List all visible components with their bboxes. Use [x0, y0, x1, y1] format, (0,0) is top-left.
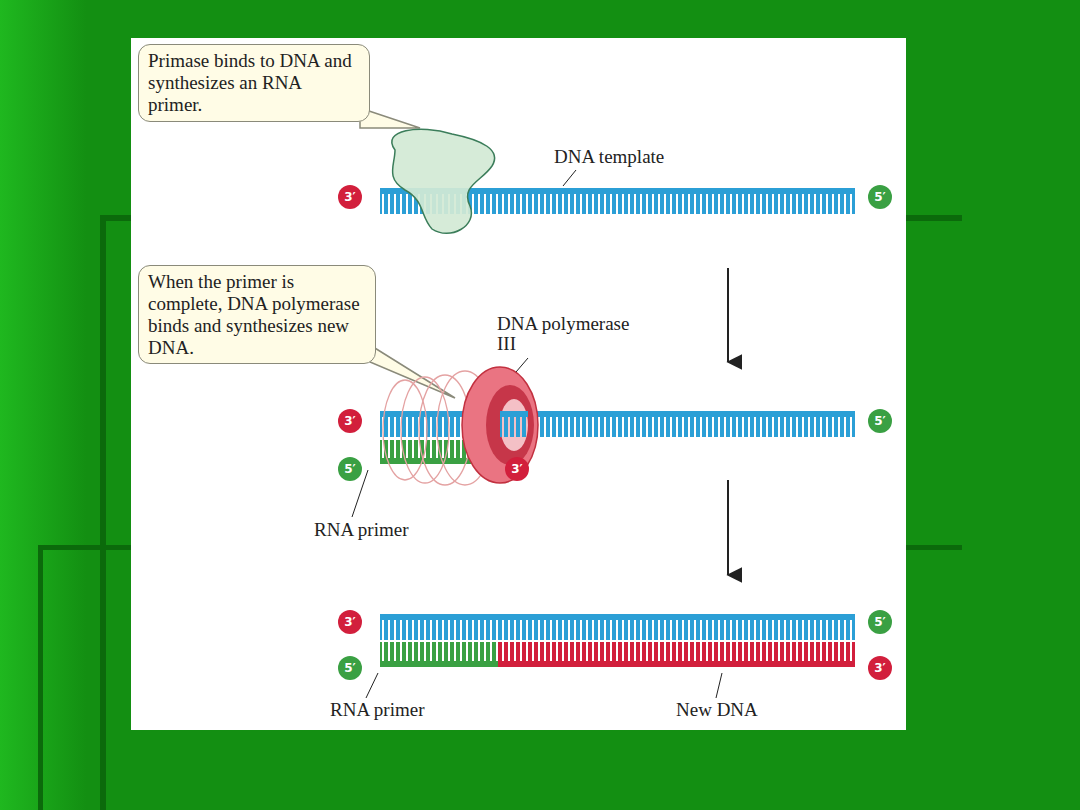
strand-end-marker: 3′: [868, 656, 892, 680]
slide-bar: [38, 545, 43, 810]
strand-end-label: 3′: [344, 615, 356, 629]
primase-enzyme: [392, 129, 495, 233]
strand-end-label: 3′: [344, 414, 356, 428]
leader-line: [716, 673, 722, 698]
strand-end-label: 5′: [874, 414, 886, 428]
strand-end-label: 3′: [511, 462, 523, 476]
strand-end-marker: 3′: [338, 610, 362, 634]
strand-end-marker: 5′: [338, 656, 362, 680]
leader-line: [563, 170, 576, 186]
part-label: New DNA: [676, 700, 758, 720]
strand-end-label: 5′: [874, 615, 886, 629]
callout-text: When the primer is complete, DNA polymer…: [148, 271, 366, 358]
callout-tail: [370, 345, 455, 398]
callout-box: Primase binds to DNA and synthesizes an …: [138, 44, 370, 122]
strand-end-marker: 5′: [868, 409, 892, 433]
strand-end-marker: 5′: [868, 610, 892, 634]
strand-end-marker: 3′: [338, 185, 362, 209]
dna-polymerase-iii: [462, 367, 538, 483]
strand-end-marker: 5′: [868, 185, 892, 209]
strand-end-marker: 3′: [505, 457, 529, 481]
part-label: RNA primer: [314, 520, 408, 540]
callout-text: Primase binds to DNA and synthesizes an …: [148, 50, 360, 116]
dna-template-strand: [380, 614, 855, 640]
slide-bar: [100, 215, 106, 810]
dna-template-strand: [380, 411, 855, 437]
strand-end-label: 3′: [344, 190, 356, 204]
part-label: RNA primer: [330, 700, 424, 720]
part-label: DNA polymerase III: [497, 314, 647, 354]
leader-line: [516, 358, 528, 372]
callout-box: When the primer is complete, DNA polymer…: [138, 265, 376, 364]
strand-end-label: 3′: [874, 661, 886, 675]
strand-end-marker: 3′: [338, 409, 362, 433]
step-arrow: [727, 480, 729, 575]
strand-end-label: 5′: [344, 462, 356, 476]
strand-end-label: 5′: [344, 661, 356, 675]
strand-end-label: 5′: [874, 190, 886, 204]
step-arrow: [727, 268, 729, 362]
figure-panel: [131, 38, 906, 730]
part-label: DNA template: [554, 147, 664, 167]
strand-end-marker: 5′: [338, 457, 362, 481]
new-dna-strand: [498, 642, 855, 667]
rna-primer-strand: [380, 642, 498, 667]
leader-line: [366, 673, 378, 698]
